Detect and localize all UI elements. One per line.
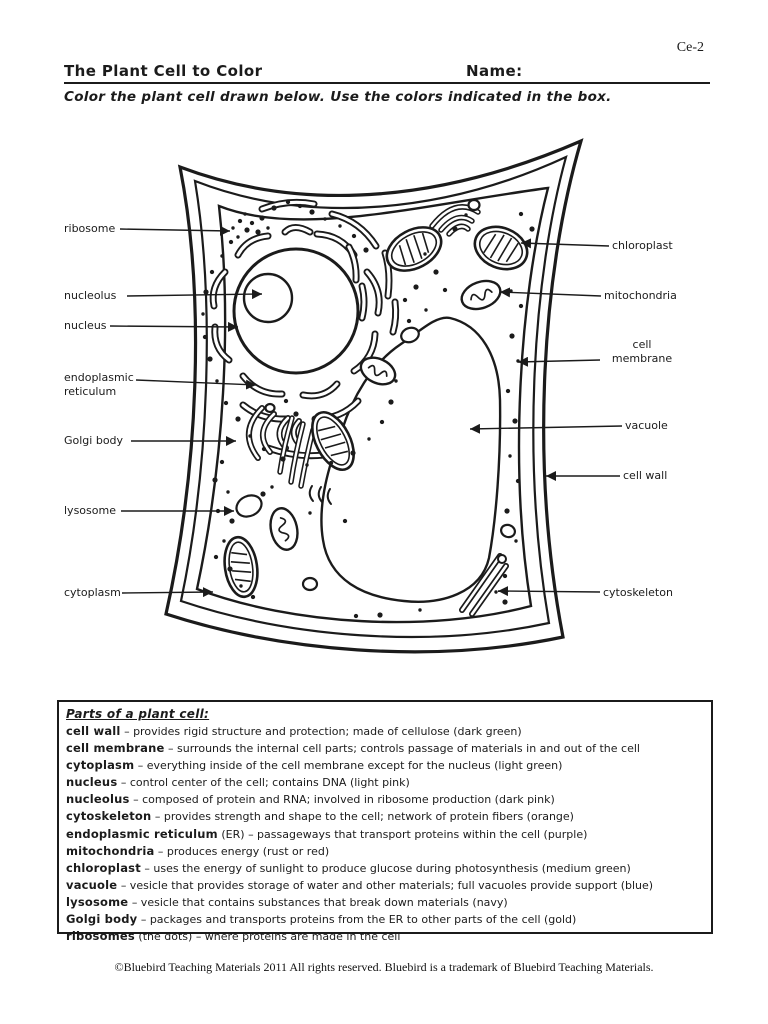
page-title: The Plant Cell to Color (64, 62, 263, 80)
parts-box-item: cell membrane – surrounds the internal c… (66, 740, 704, 757)
part-description: – packages and transports proteins from … (140, 913, 577, 927)
cell-wall-inner-line (179, 155, 568, 639)
parts-box-item: cytoskeleton – provides strength and sha… (66, 808, 704, 825)
mitochondrion-shape (460, 279, 502, 311)
vesicle-shape (400, 326, 420, 344)
part-name: Golgi body (66, 912, 138, 927)
instruction-text: Color the plant cell drawn below. Use th… (64, 89, 612, 105)
header-underline (64, 82, 710, 84)
label-nucleus: nucleus (64, 319, 107, 332)
parts-box-heading: Parts of a plant cell: (66, 707, 210, 721)
copyright-footer: ©Bluebird Teaching Materials 2011 All ri… (114, 960, 654, 974)
label-endoplasmic-reticulum: endoplasmic reticulum (64, 371, 134, 398)
label-cytoskeleton: cytoskeleton (603, 586, 673, 599)
part-name: vacuole (66, 877, 118, 892)
part-description: – vesicle that provides storage of water… (120, 878, 654, 892)
part-description: – provides strength and shape to the cel… (154, 810, 574, 824)
parts-box-item: chloroplast – uses the energy of sunligh… (66, 860, 704, 877)
parts-box-item: nucleolus – composed of protein and RNA;… (66, 791, 704, 808)
label-golgi-body: Golgi body (64, 434, 124, 447)
part-name: lysosome (66, 894, 129, 909)
vesicle-shape (301, 576, 319, 592)
organelles (209, 198, 529, 617)
part-name: mitochondria (66, 843, 155, 858)
parts-box-item: vacuole – vesicle that provides storage … (66, 877, 704, 894)
nucleolus-shape (242, 272, 294, 324)
part-name: endoplasmic reticulum (66, 826, 218, 841)
vesicle-shape (264, 402, 276, 414)
part-description: – vesicle that contains substances that … (131, 895, 508, 909)
cell-drawing (164, 138, 584, 654)
cell-membrane-outline (195, 186, 550, 624)
part-name: cytoskeleton (66, 809, 152, 824)
part-name: cell wall (66, 724, 121, 738)
label-arrows (109, 225, 623, 598)
parts-box: Parts of a plant cell: cell wall – provi… (57, 700, 713, 943)
part-name: nucleolus (66, 792, 130, 807)
parts-box-item: ribosomes (the dots) – where proteins ar… (66, 928, 704, 945)
vesicle-shape (500, 523, 516, 539)
vesicle-shape (467, 198, 481, 212)
part-name: chloroplast (66, 860, 141, 875)
part-description: – surrounds the internal cell parts; con… (168, 742, 640, 756)
label-nucleolus: nucleolus (64, 289, 117, 302)
parts-box-item: endoplasmic reticulum (ER) – passageways… (66, 826, 704, 843)
parts-box-item: nucleus – control center of the cell; co… (66, 774, 704, 791)
name-label: Name: (466, 62, 523, 80)
chloroplast-shape (385, 226, 443, 272)
part-suffix: (the dots) (138, 930, 193, 944)
part-suffix: (ER) (221, 827, 245, 841)
parts-box-item: cell wall – provides rigid structure and… (66, 723, 704, 740)
part-description: – provides rigid structure and protectio… (124, 725, 522, 738)
part-description: – control center of the cell; contains D… (120, 776, 410, 790)
chloroplast-shape (311, 411, 355, 471)
label-chloroplast: chloroplast (612, 239, 673, 252)
label-vacuole: vacuole (625, 419, 668, 432)
part-name: nucleus (66, 775, 118, 790)
label-lysosome: lysosome (64, 504, 116, 517)
mitochondrion-shape (359, 356, 397, 386)
part-description: – where proteins are made in the cell (195, 930, 401, 944)
parts-box-item: cytoplasm – everything inside of the cel… (66, 757, 704, 774)
parts-box-item: lysosome – vesicle that contains substan… (66, 894, 704, 911)
part-name: ribosomes (66, 929, 135, 944)
parts-box-item: mitochondria – produces energy (rust or … (66, 843, 704, 860)
ribosome-dots (201, 199, 535, 619)
label-cell-membrane: cell membrane (611, 338, 673, 365)
part-description: – uses the energy of sunlight to produce… (144, 861, 631, 875)
worksheet-code: Ce-2 (676, 40, 704, 55)
label-ribosome: ribosome (64, 222, 116, 235)
label-mitochondria: mitochondria (604, 289, 677, 302)
part-name: cytoplasm (66, 758, 135, 773)
part-description: – everything inside of the cell membrane… (137, 759, 563, 773)
label-cytoplasm: cytoplasm (64, 586, 121, 599)
chloroplast-shape (473, 225, 529, 271)
part-name: cell membrane (66, 741, 165, 756)
mitochondrion-shape (269, 507, 299, 551)
part-description: – composed of protein and RNA; involved … (133, 793, 555, 807)
parts-box-item: Golgi body – packages and transports pro… (66, 911, 704, 928)
part-description: – produces energy (rust or red) (157, 844, 330, 858)
cytoskeleton-knob (497, 554, 507, 564)
lysosome-shape (235, 494, 263, 518)
label-cell-wall: cell wall (623, 469, 668, 482)
part-description: – passageways that transport proteins wi… (248, 827, 588, 841)
